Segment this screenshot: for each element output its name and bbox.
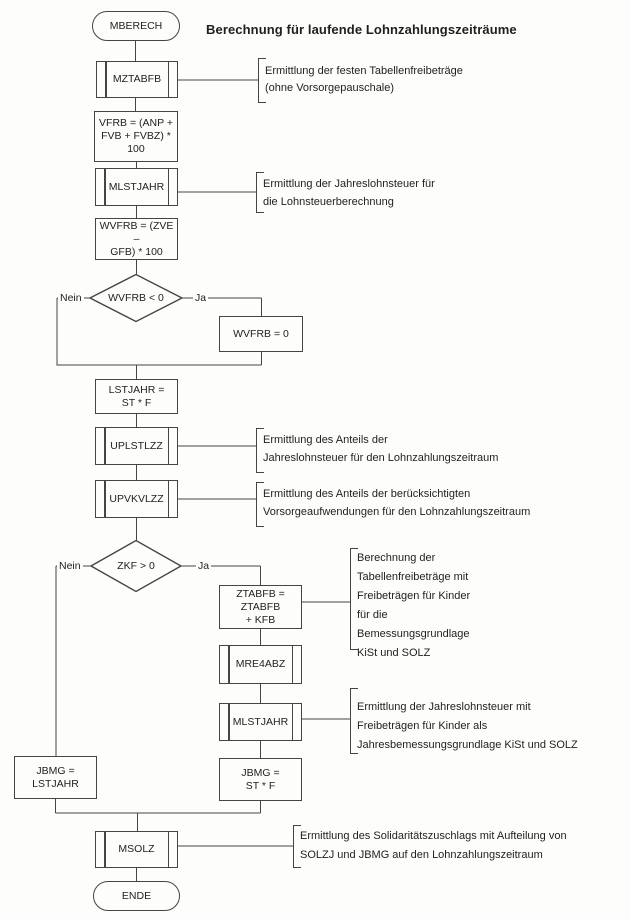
annotation-text-2: Ermittlung der Jahreslohnsteuer für die … [263, 178, 435, 208]
decision-diamond-wvfrb [88, 273, 184, 323]
annotation-bracket-2 [256, 172, 264, 214]
annotation-text-1: Ermittlung der festen Tabellenfreibeträg… [265, 65, 463, 94]
node-jbmg-lstjahr: JBMG = LSTJAHR [14, 756, 97, 799]
node-mlstjahr-2: MLSTJAHR [219, 703, 302, 741]
node-upvkvlzz: UPVKVLZZ [95, 480, 178, 518]
node-mlstjahr-1: MLSTJAHR [95, 168, 178, 206]
node-uplstlzz: UPLSTLZZ [95, 427, 178, 465]
annotation-bracket-1 [258, 58, 266, 104]
annotation-text-4: Ermittlung des Anteils der berücksichtig… [263, 488, 531, 518]
decision-diamond-zkf [89, 539, 183, 593]
decision-label-zkf: ZKF > 0 [117, 560, 155, 572]
annotation-text-6: Ermittlung der Jahreslohnsteuer mit Frei… [357, 701, 578, 751]
annotation-bracket-3 [256, 428, 264, 474]
annotation-bracket-4 [256, 482, 264, 528]
annotation-text-3: Ermittlung des Anteils der Jahreslohnste… [263, 434, 499, 464]
annotation-bracket-6 [350, 688, 358, 755]
edge-label-ja-wvfrb: Ja [193, 291, 209, 305]
edge-label-nein-zkf: Nein [57, 559, 83, 573]
node-mre4abz: MRE4ABZ [219, 645, 302, 684]
node-msolz: MSOLZ [95, 831, 178, 868]
annotation-bracket-5 [350, 548, 358, 650]
edge-label-ja-zkf: Ja [196, 559, 212, 573]
annotation-text-5: Berechnung der Tabellenfreibeträge mit F… [357, 552, 471, 659]
page-title: Berechnung für laufende Lohnzahlungszeit… [206, 22, 517, 37]
edge-label-nein-wvfrb: Nein [58, 291, 84, 305]
node-start-mberech: MBERECH [92, 11, 180, 41]
node-lstjahr-formula: LSTJAHR = ST * F [95, 379, 178, 414]
decision-label-wvfrb: WVFRB < 0 [108, 292, 164, 304]
node-wvfrb-zero: WVFRB = 0 [219, 316, 303, 352]
node-jbmg-st-f: JBMG = ST * F [219, 758, 302, 801]
node-vfrb-formula: VFRB = (ANP + FVB + FVBZ) * 100 [94, 111, 178, 162]
annotation-text-7: Ermittlung des Solidaritätszuschlags mit… [300, 830, 567, 861]
node-ende: ENDE [93, 881, 180, 911]
annotation-bracket-7 [293, 825, 301, 869]
node-ztabfb-formula: ZTABFB = ZTABFB + KFB [219, 585, 302, 629]
node-mztabfb: MZTABFB [96, 61, 178, 98]
node-wvfrb-formula: WVFRB = (ZVE – GFB) * 100 [95, 218, 178, 260]
